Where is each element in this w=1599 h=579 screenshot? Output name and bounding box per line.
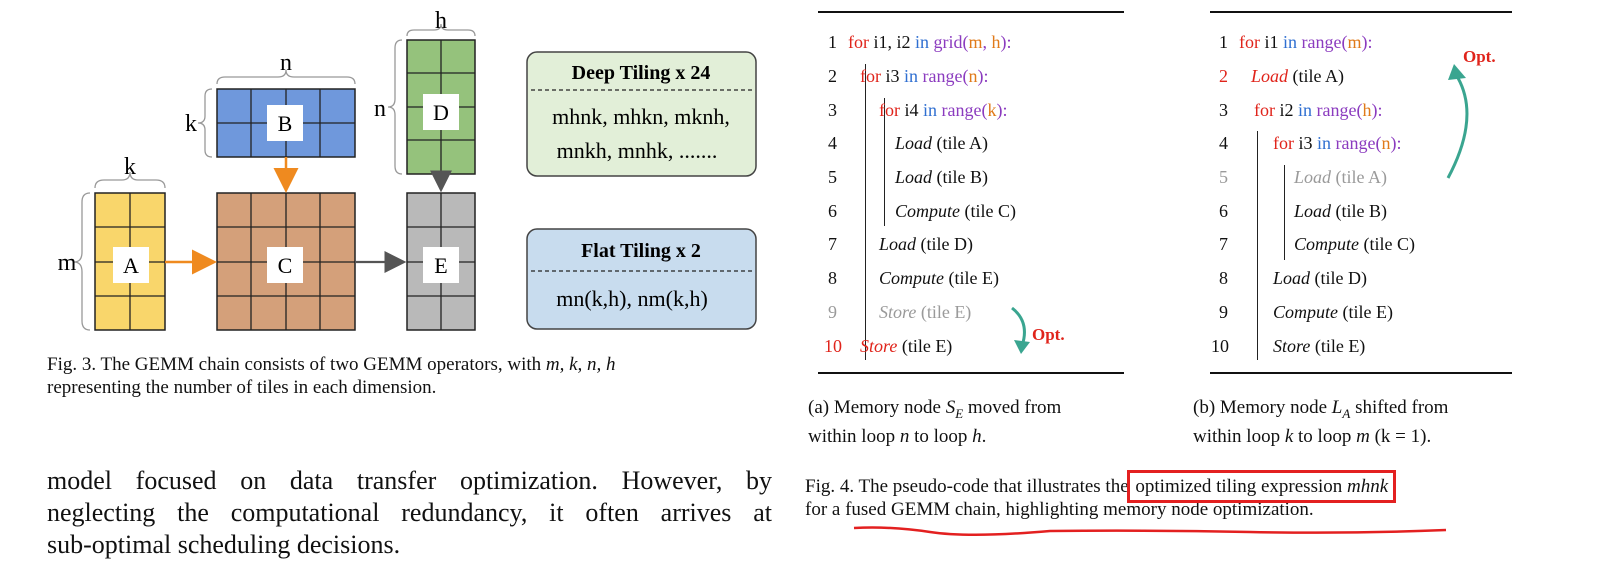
dim-n-d: n — [374, 96, 386, 122]
code-b-caption: (b) Memory node LA shifted from within l… — [1193, 397, 1449, 447]
dim-m: m — [58, 250, 77, 276]
matrix-a-label: A — [123, 253, 139, 278]
body-line-3: sub-optimal scheduling decisions. — [47, 530, 401, 559]
red-underline-annotation — [853, 526, 1447, 537]
matrix-b-label: B — [278, 111, 293, 136]
flat-tiling-title: Flat Tiling x 2 — [581, 240, 701, 262]
flat-tiling-line1: mn(k,h), nm(k,h) — [556, 286, 708, 311]
code-b-top-rule — [1210, 11, 1512, 13]
dim-h: h — [435, 8, 447, 34]
figure4-caption-line2: for a fused GEMM chain, highlighting mem… — [805, 499, 1314, 520]
deep-tiling-line2: mnkh, mnhk, ....... — [557, 138, 718, 163]
code-a-top-rule — [818, 11, 1124, 13]
code-a-indent-1 — [865, 64, 866, 360]
matrix-c-label: C — [278, 253, 293, 278]
figure3-caption: Fig. 3. The GEMM chain consists of two G… — [47, 353, 782, 399]
matrix-e: E — [406, 192, 476, 331]
figure3-caption-line2: representing the number of tiles in each… — [47, 377, 437, 398]
matrix-d: D — [406, 39, 476, 175]
figure3-caption-math: m, k, n, h — [545, 354, 616, 375]
code-b-bottom-rule — [1210, 372, 1512, 374]
deep-tiling-line1: mhnk, mhkn, mknh, — [552, 104, 730, 129]
figure3-caption-text: Fig. 3. The GEMM chain consists of two G… — [47, 354, 546, 375]
matrix-b: B — [216, 88, 356, 158]
code-b-indent-1 — [1257, 131, 1258, 360]
dim-k-a: k — [124, 154, 136, 180]
code-a-indent-2 — [884, 98, 885, 226]
matrix-d-label: D — [433, 100, 449, 125]
matrix-a: A — [94, 192, 166, 331]
deep-tiling-box: Deep Tiling x 24 mhnk, mhkn, mknh, mnkh,… — [526, 51, 757, 177]
code-b-indent-2 — [1284, 165, 1285, 260]
dim-k-b: k — [185, 111, 197, 137]
opt-label-a: Opt. — [1032, 325, 1065, 344]
opt-arrow-b — [1446, 64, 1469, 179]
body-line-1: model focused on data transfer optimizat… — [47, 466, 772, 495]
dim-n-top: n — [280, 50, 292, 76]
opt-arrow-a — [1011, 306, 1030, 354]
deep-tiling-title: Deep Tiling x 24 — [572, 62, 711, 84]
gemm-chain-diagram: A k m B n k C D h n — [58, 8, 757, 331]
flat-tiling-box: Flat Tiling x 2 mn(k,h), nm(k,h) — [526, 228, 757, 330]
opt-label-b: Opt. — [1463, 47, 1496, 66]
code-a-caption: (a) Memory node SE moved from within loo… — [808, 397, 1062, 447]
matrix-c: C — [216, 192, 356, 331]
matrix-e-label: E — [434, 253, 447, 278]
code-a-bottom-rule — [818, 372, 1124, 374]
body-paragraph: model focused on data transfer optimizat… — [47, 465, 772, 561]
figure4-caption-highlight-box: optimized tiling expression mhnk — [1127, 470, 1397, 503]
body-line-2: neglecting the computational redundancy,… — [47, 498, 772, 527]
figure4-caption: Fig. 4. The pseudo-code that illustrates… — [805, 470, 1585, 521]
